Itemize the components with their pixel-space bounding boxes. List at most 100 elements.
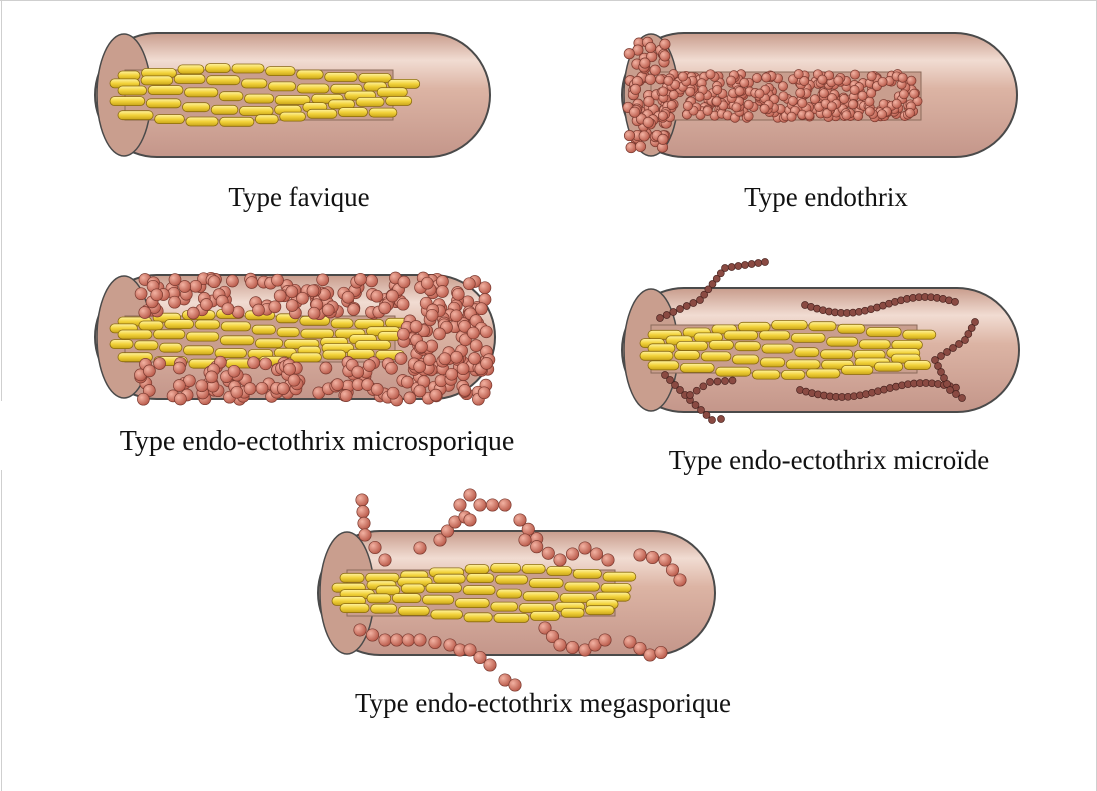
spore — [658, 111, 667, 120]
spore — [695, 92, 704, 101]
hypha-segment — [760, 358, 784, 367]
spore — [752, 73, 761, 82]
hypha-segment — [680, 363, 714, 372]
hypha-segment — [464, 613, 492, 622]
hypha-segment — [184, 346, 214, 355]
chain-spore — [566, 641, 578, 653]
spore — [256, 382, 268, 394]
hypha-segment — [561, 608, 584, 617]
chain-spore — [554, 639, 566, 651]
spore — [395, 353, 407, 365]
hypha-segment — [724, 331, 758, 340]
spore — [317, 274, 329, 286]
spore — [401, 376, 413, 388]
spore — [639, 131, 649, 141]
chain-spore — [474, 499, 486, 511]
hypha-segment — [155, 115, 185, 124]
chain-spore — [962, 337, 969, 344]
spore — [629, 107, 639, 117]
hair-favique — [95, 33, 490, 157]
spore — [481, 357, 493, 369]
hypha-segment — [603, 572, 636, 581]
spore — [735, 87, 744, 96]
spore — [850, 85, 859, 94]
hypha-segment — [388, 79, 420, 88]
spore — [297, 292, 309, 304]
spore — [416, 341, 428, 353]
chain-spore — [391, 634, 403, 646]
hypha-segment — [781, 370, 805, 379]
hypha-segment — [786, 360, 820, 369]
spore — [248, 357, 260, 369]
chain-spore — [690, 300, 697, 307]
hypha-segment — [291, 353, 322, 362]
chain-spore — [356, 494, 368, 506]
spore — [342, 291, 354, 303]
chain-spore — [655, 646, 667, 658]
spore — [713, 85, 722, 94]
spore — [727, 76, 736, 85]
hypha-segment — [331, 319, 353, 328]
chain-spore — [959, 395, 966, 402]
spore — [397, 298, 409, 310]
hypha-segment — [356, 97, 384, 106]
spore — [867, 72, 876, 81]
spore — [274, 290, 286, 302]
hypha-segment — [495, 575, 527, 584]
spore — [200, 299, 212, 311]
hypha-segment — [530, 612, 559, 621]
spore — [910, 89, 919, 98]
caption-microsporique: Type endo-ectothrix microsporique — [120, 428, 515, 456]
chain-spore — [499, 499, 511, 511]
chain-spore — [729, 377, 736, 384]
chain-spore — [464, 514, 476, 526]
hypha-segment — [232, 64, 264, 73]
chain-spore — [402, 634, 414, 646]
spore — [827, 102, 836, 111]
spore — [424, 354, 436, 366]
hypha-segment — [195, 320, 220, 329]
spore — [253, 304, 265, 316]
spore — [451, 351, 463, 363]
hypha-segment — [497, 589, 522, 598]
spore — [744, 112, 753, 121]
spore — [669, 90, 678, 99]
hypha-segment — [463, 586, 495, 595]
hypha-segment — [154, 330, 185, 339]
hypha-segment — [820, 350, 852, 359]
hypha-segment — [110, 97, 145, 106]
chain-spore — [579, 542, 591, 554]
hypha-segment — [367, 594, 391, 603]
spore — [452, 288, 464, 300]
spore — [190, 280, 202, 292]
spore — [174, 393, 186, 405]
spore — [892, 99, 901, 108]
spore — [387, 387, 399, 399]
spore — [788, 96, 797, 105]
hypha-segment — [827, 337, 858, 346]
chain-spore — [722, 265, 729, 272]
hypha-segment — [323, 350, 346, 359]
hypha-segment — [522, 564, 545, 573]
spore — [284, 363, 296, 375]
chain-spore — [709, 417, 716, 424]
hypha-segment — [392, 594, 421, 603]
spore — [850, 70, 859, 79]
spore — [457, 363, 469, 375]
caption-megasporique: Type endo-ectothrix megasporique — [355, 690, 731, 717]
spore — [796, 88, 805, 97]
spore — [348, 304, 360, 316]
spore — [805, 111, 814, 120]
chain-spore — [379, 554, 391, 566]
hypha-segment — [423, 595, 454, 604]
spore — [450, 310, 462, 322]
hypha-segment — [220, 336, 254, 345]
hypha-segment — [165, 320, 194, 329]
hair-megasporique — [318, 489, 715, 691]
hypha-segment — [377, 88, 407, 97]
chain-spore — [728, 264, 735, 271]
chain-spore — [683, 303, 690, 310]
hypha-segment — [280, 112, 306, 121]
spore — [363, 360, 375, 372]
spore — [179, 281, 191, 293]
